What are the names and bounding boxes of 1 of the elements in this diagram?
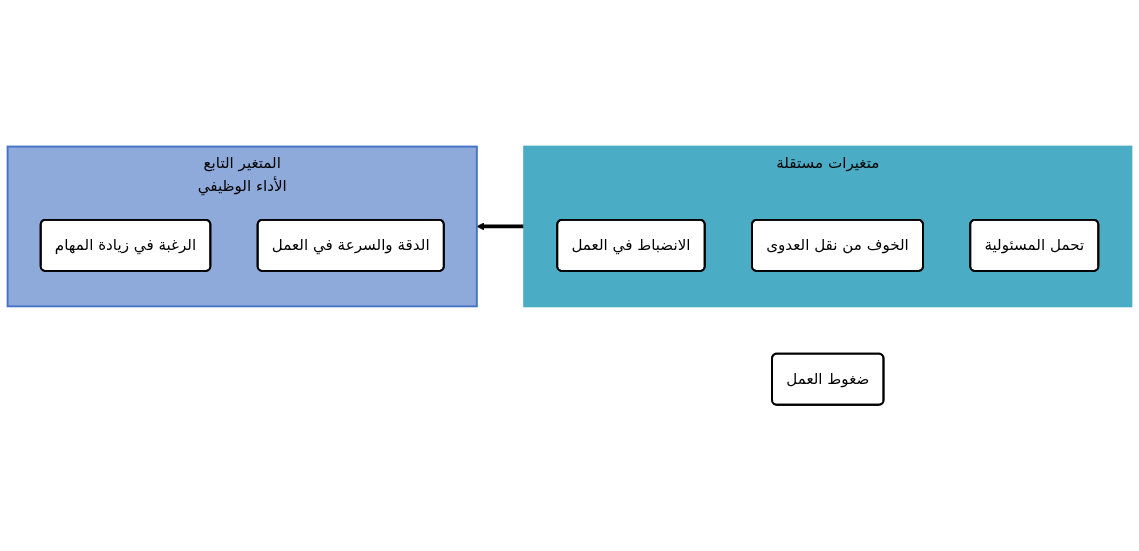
arrow	[476, 222, 525, 231]
